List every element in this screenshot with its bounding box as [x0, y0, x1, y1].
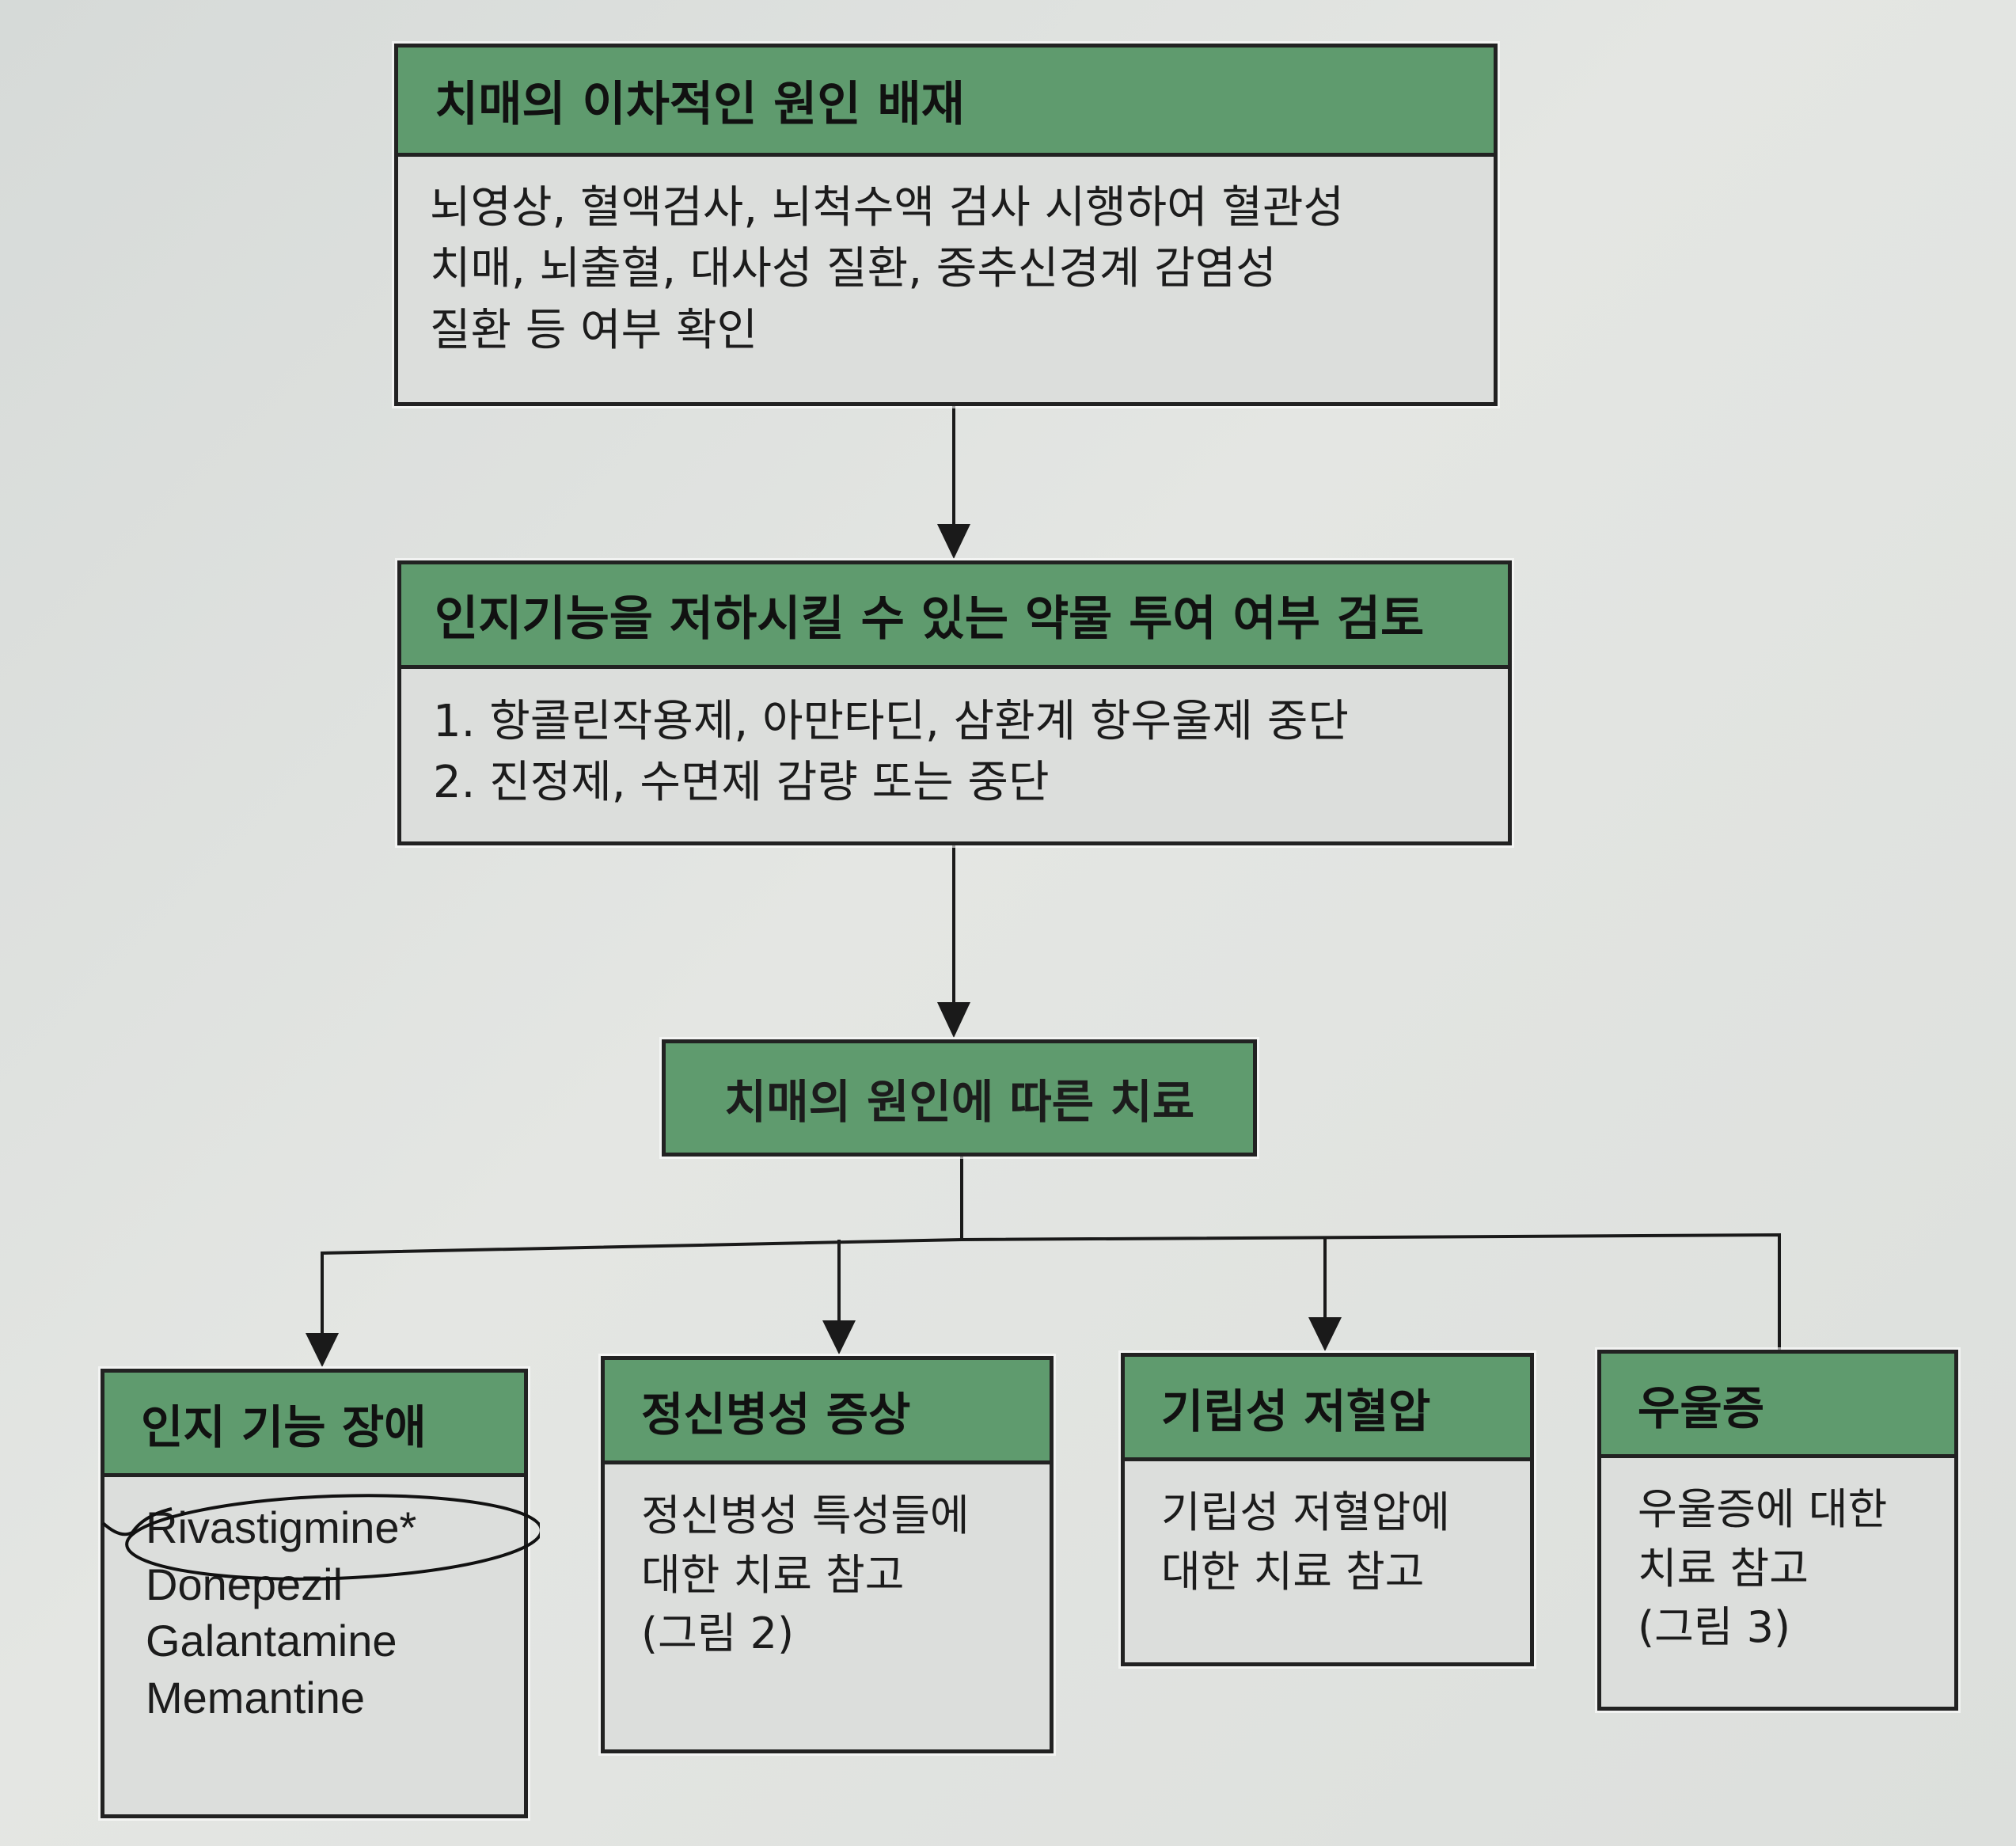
body-line: 우울증에 대한 — [1638, 1484, 1888, 1534]
box-title: 치매의 이차적인 원인 배재 — [398, 47, 1494, 157]
body-line: 치료 참고 — [1638, 1543, 1809, 1593]
box-title: 인지 기능 장애 — [104, 1373, 524, 1477]
body-line: 기립성 저혈압에 — [1161, 1487, 1450, 1537]
body-line: 대한 치료 참고 — [1161, 1546, 1425, 1597]
box-body: 기립성 저혈압에 대한 치료 참고 — [1125, 1461, 1530, 1601]
orthostatic-hypotension-box: 기립성 저혈압 기립성 저혈압에 대한 치료 참고 — [1121, 1353, 1534, 1666]
arrowhead-psychotic — [822, 1320, 856, 1354]
handwritten-circle-annotation — [101, 1494, 540, 1581]
drug-memantine: Memantine — [146, 1673, 366, 1723]
body-line: (그림 3) — [1638, 1602, 1791, 1653]
depression-box: 우울증 우울증에 대한 치료 참고 (그림 3) — [1597, 1350, 1958, 1711]
arrowhead-box3 — [937, 1002, 970, 1038]
box-title: 기립성 저혈압 — [1125, 1357, 1530, 1461]
cognitive-dysfunction-box: 인지 기능 장애 Rivastigmine* Donepezil Galanta… — [101, 1369, 540, 1818]
medication-review-box: 인지기능을 저하시킬 수 있는 약물 투여 여부 검토 1. 항콜린작용제, 아… — [397, 560, 1512, 845]
arrowhead-cognitive — [306, 1333, 339, 1367]
body-line: 1. 항콜린작용제, 아만타딘, 삼환계 항우울제 중단 — [433, 696, 1349, 747]
box-body: 정신병성 특성들에 대한 치료 참고 (그림 2) — [605, 1464, 1050, 1664]
body-line: 뇌영상, 혈액검사, 뇌척수액 검사 시행하여 혈관성 — [430, 182, 1345, 234]
box-body: 1. 항콜린작용제, 아만타딘, 삼환계 항우울제 중단 2. 진정제, 수면제… — [401, 669, 1508, 814]
box-title: 정신병성 증상 — [605, 1360, 1050, 1464]
box-body: 뇌영상, 혈액검사, 뇌척수액 검사 시행하여 혈관성 치매, 뇌출혈, 대사성… — [398, 157, 1494, 361]
cause-based-treatment-box: 치매의 원인에 따른 치료 — [662, 1039, 1257, 1157]
body-line: 정신병성 특성들에 — [641, 1491, 970, 1540]
body-line: 치매, 뇌출혈, 대사성 질환, 중추신경계 감염성 — [430, 243, 1277, 295]
branch-horizontal — [321, 1233, 1781, 1350]
arrowhead-box2 — [937, 524, 970, 559]
drug-galantamine: Galantamine — [146, 1616, 397, 1666]
box-body: 우울증에 대한 치료 참고 (그림 3) — [1601, 1458, 1954, 1658]
body-line: 질환 등 여부 확인 — [430, 304, 758, 356]
secondary-cause-exclusion-box: 치매의 이차적인 원인 배재 뇌영상, 혈액검사, 뇌척수액 검사 시행하여 혈… — [394, 44, 1498, 406]
body-line: (그림 2) — [641, 1609, 795, 1659]
drug-donepezil: Donepezil — [146, 1559, 344, 1609]
box-title: 인지기능을 저하시킬 수 있는 약물 투여 여부 검토 — [401, 564, 1508, 669]
body-line: 대한 치료 참고 — [641, 1549, 905, 1600]
box-title: 우울증 — [1601, 1354, 1954, 1458]
arrowhead-orthostatic — [1308, 1317, 1342, 1351]
psychotic-symptoms-box: 정신병성 증상 정신병성 특성들에 대한 치료 참고 (그림 2) — [601, 1356, 1054, 1753]
body-line: 2. 진정제, 수면제 감량 또는 중단 — [433, 757, 1050, 809]
